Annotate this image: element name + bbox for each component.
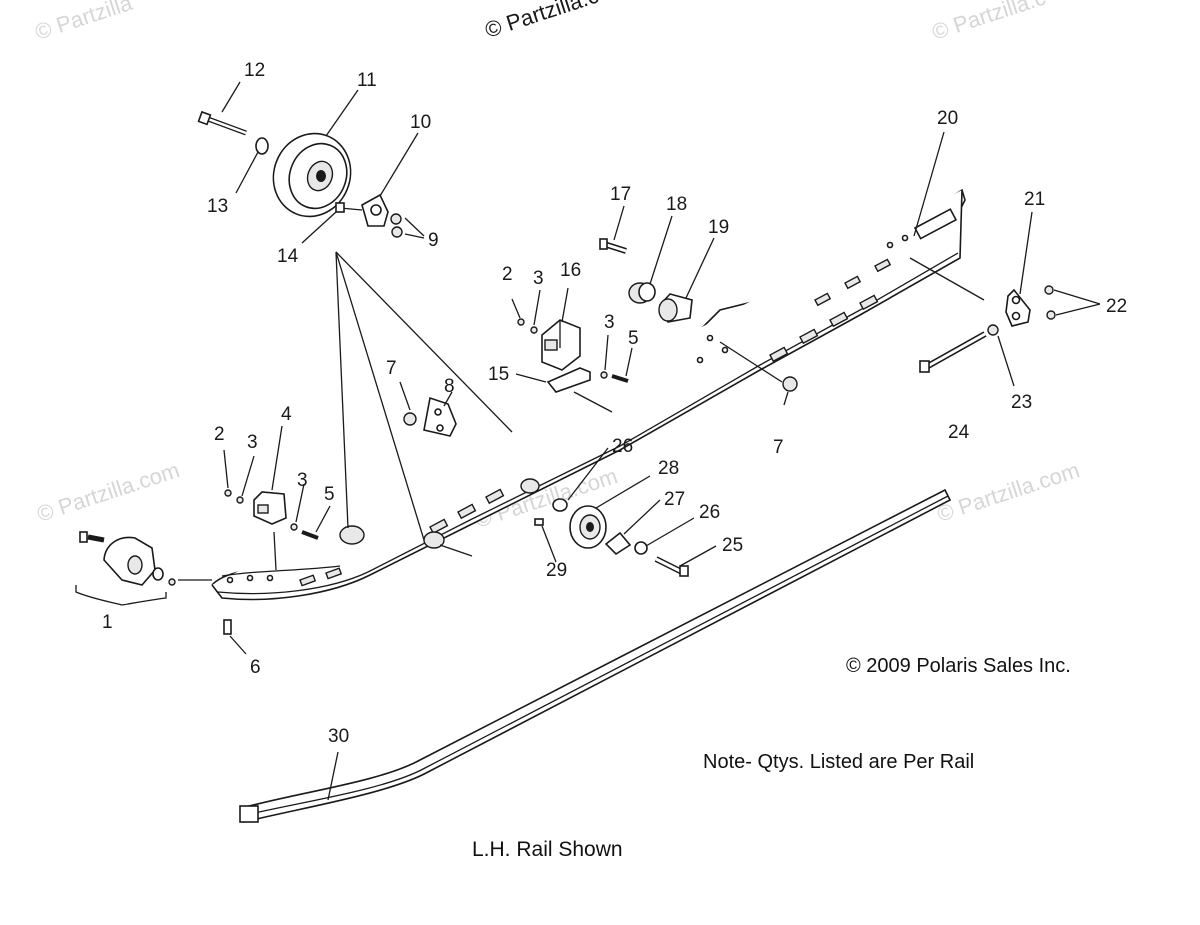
callout-2a: 2 bbox=[214, 424, 225, 445]
callout-30: 30 bbox=[328, 726, 349, 747]
callout-25: 25 bbox=[722, 535, 743, 556]
callout-18: 18 bbox=[666, 194, 687, 215]
bolt-12 bbox=[197, 110, 247, 136]
bracket-21 bbox=[1005, 288, 1031, 327]
callout-9: 9 bbox=[428, 230, 439, 251]
callout-2b: 2 bbox=[502, 264, 513, 285]
block-15 bbox=[546, 367, 591, 393]
callout-22: 22 bbox=[1106, 296, 1127, 317]
callout-13: 13 bbox=[207, 196, 228, 217]
callout-26a: 26 bbox=[612, 436, 633, 457]
bracket-10 bbox=[335, 193, 389, 227]
spacer-19 bbox=[658, 293, 693, 323]
callout-7a: 7 bbox=[386, 358, 397, 379]
callout-11: 11 bbox=[357, 70, 377, 91]
callout-17: 17 bbox=[610, 184, 631, 205]
washer-3c bbox=[290, 523, 298, 531]
watermark-top-right: © Partzilla.c bbox=[929, 0, 1049, 45]
copyright-note: © 2009 Polaris Sales Inc. bbox=[846, 655, 1071, 677]
slide-rail bbox=[239, 488, 952, 823]
nut-23 bbox=[987, 324, 999, 336]
callout-23: 23 bbox=[1011, 392, 1032, 413]
washer-3b bbox=[600, 371, 608, 379]
wheel-28 bbox=[569, 505, 607, 549]
callout-3c: 3 bbox=[297, 470, 308, 491]
callout-3b: 3 bbox=[604, 312, 615, 333]
callout-24: 24 bbox=[948, 422, 970, 443]
bolt-17 bbox=[599, 238, 627, 254]
nut-2 bbox=[517, 318, 525, 326]
callout-numbers: 12 11 10 13 9 14 17 18 19 20 21 22 23 24… bbox=[102, 60, 1127, 747]
callout-19: 19 bbox=[708, 217, 729, 238]
callout-7b: 7 bbox=[773, 437, 784, 458]
callout-5a: 5 bbox=[324, 484, 335, 505]
nut-7a bbox=[403, 412, 417, 426]
callout-5b: 5 bbox=[628, 328, 639, 349]
washer-26a bbox=[552, 498, 568, 512]
watermark-top-center: © Partzilla.c bbox=[482, 0, 602, 43]
quantity-note: Note- Qtys. Listed are Per Rail bbox=[703, 751, 974, 773]
washer-3a bbox=[236, 496, 244, 504]
callout-29: 29 bbox=[546, 560, 567, 581]
screw-6 bbox=[223, 619, 232, 635]
washer-13 bbox=[255, 137, 269, 155]
washer-26b bbox=[634, 541, 648, 555]
callout-26b: 26 bbox=[699, 502, 720, 523]
callout-3d: 3 bbox=[533, 268, 544, 289]
bolt-25 bbox=[654, 556, 689, 577]
callout-21: 21 bbox=[1024, 189, 1045, 210]
callout-27: 27 bbox=[664, 489, 685, 510]
watermark-top-left: © Partzilla bbox=[32, 0, 136, 45]
main-rail bbox=[211, 188, 966, 601]
washer-3 bbox=[530, 326, 538, 334]
callout-1: 1 bbox=[102, 612, 113, 633]
watermark-mid-left: © Partzilla.com bbox=[34, 457, 183, 527]
spacer-27 bbox=[604, 531, 632, 556]
bracket-8 bbox=[423, 396, 457, 437]
callout-8: 8 bbox=[444, 376, 455, 397]
callout-6: 6 bbox=[250, 657, 261, 678]
idler-wheel bbox=[272, 132, 352, 218]
nut-2a bbox=[224, 489, 232, 497]
bolt-24 bbox=[919, 331, 987, 373]
watermark-mid-right: © Partzilla.com bbox=[934, 457, 1083, 527]
callout-3a: 3 bbox=[247, 432, 258, 453]
caption-lh-rail: L.H. Rail Shown bbox=[472, 838, 623, 861]
nuts-9 bbox=[390, 213, 403, 238]
callout-20: 20 bbox=[937, 108, 958, 129]
screw-29 bbox=[534, 518, 544, 526]
bumper-1 bbox=[79, 531, 176, 586]
bolt-22a bbox=[1044, 285, 1054, 295]
callout-16: 16 bbox=[560, 260, 581, 281]
nut-7b bbox=[782, 376, 798, 392]
block-4 bbox=[253, 491, 287, 525]
callout-4: 4 bbox=[281, 404, 292, 425]
screw-5a bbox=[301, 530, 319, 540]
callout-15: 15 bbox=[488, 364, 509, 385]
leader-lines bbox=[178, 81, 1101, 801]
callout-14: 14 bbox=[277, 246, 299, 267]
callout-12: 12 bbox=[244, 60, 265, 81]
callout-28: 28 bbox=[658, 458, 679, 479]
bolt-22b bbox=[1046, 310, 1056, 320]
block-16 bbox=[541, 319, 581, 371]
spacer-18 bbox=[628, 282, 656, 304]
screw-5b bbox=[611, 374, 629, 383]
callout-10: 10 bbox=[410, 112, 431, 133]
